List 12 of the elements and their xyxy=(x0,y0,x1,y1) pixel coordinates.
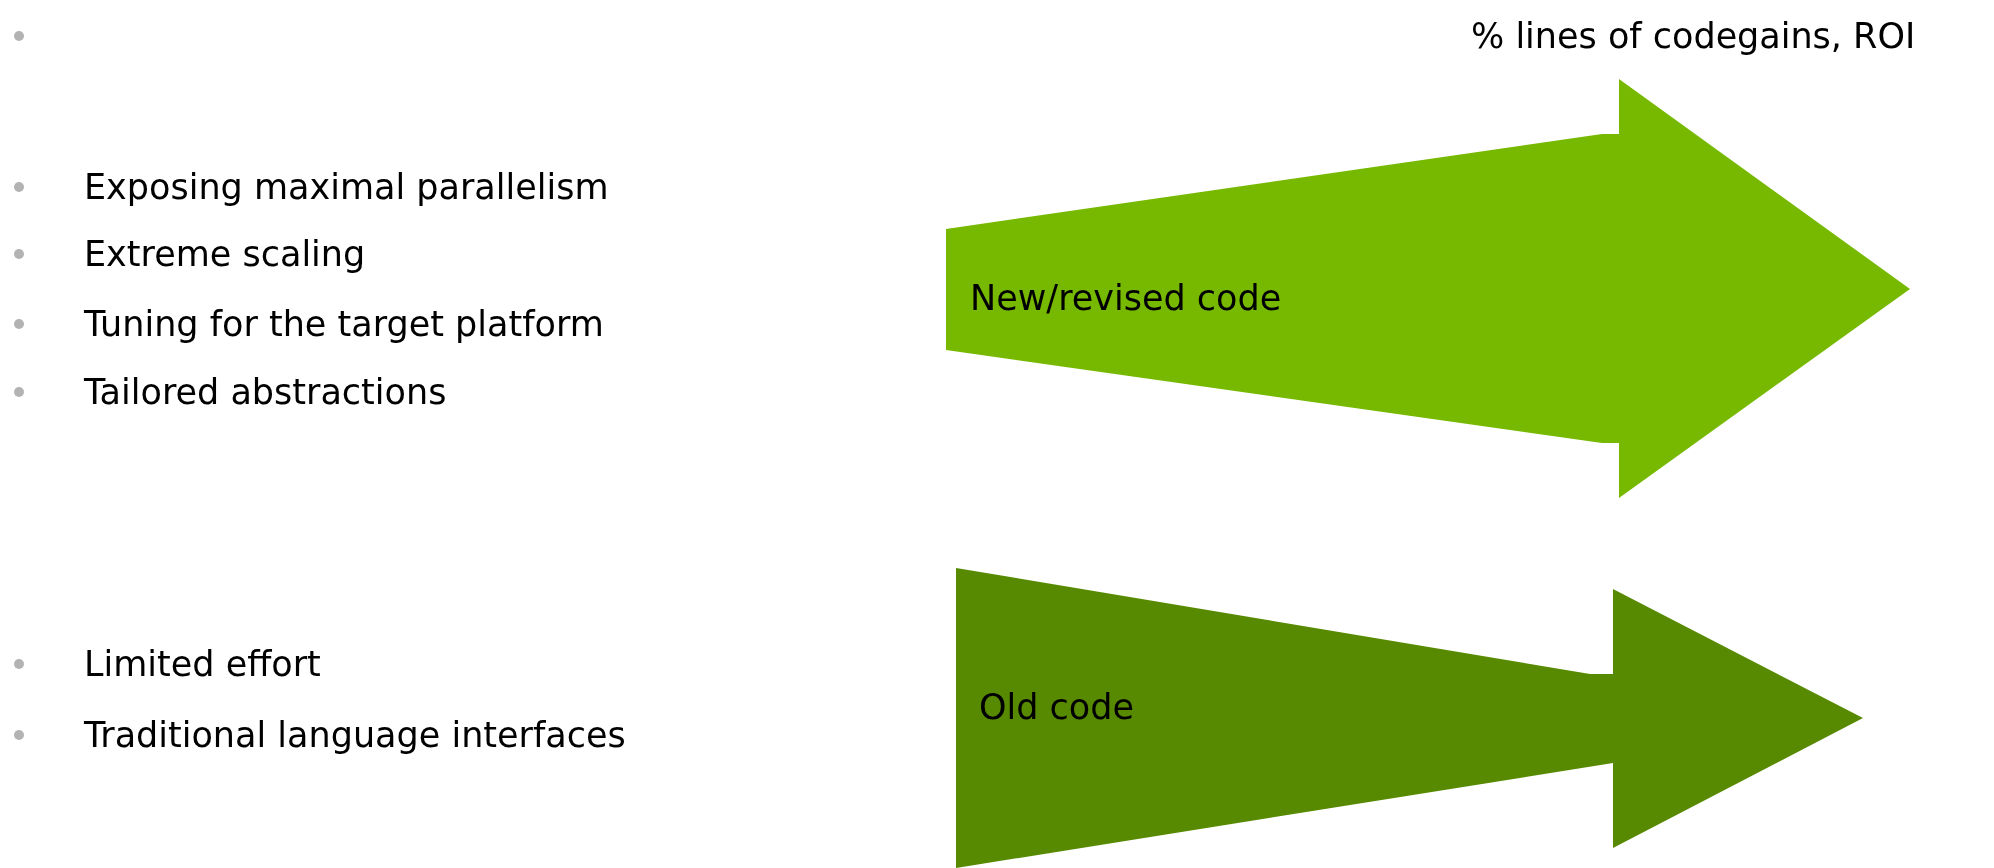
column-heading: gains, ROI xyxy=(1737,15,1916,57)
bullet-item: Limited effort xyxy=(84,643,321,685)
arrow-label: Old code xyxy=(979,686,1135,728)
arrow-shape xyxy=(955,567,1865,868)
arrow-shape xyxy=(946,78,1912,500)
bullet-item: Traditional language interfaces xyxy=(84,714,626,756)
arrow-label: New/revised code xyxy=(970,277,1282,319)
bullet-item: Tuning for the target platform xyxy=(84,303,604,345)
column-heading: % lines of code xyxy=(1471,15,1738,57)
bullet-item: Exposing maximal parallelism xyxy=(84,166,609,208)
bullet-item: Tailored abstractions xyxy=(84,371,447,413)
bullet-item: Extreme scaling xyxy=(84,233,366,275)
